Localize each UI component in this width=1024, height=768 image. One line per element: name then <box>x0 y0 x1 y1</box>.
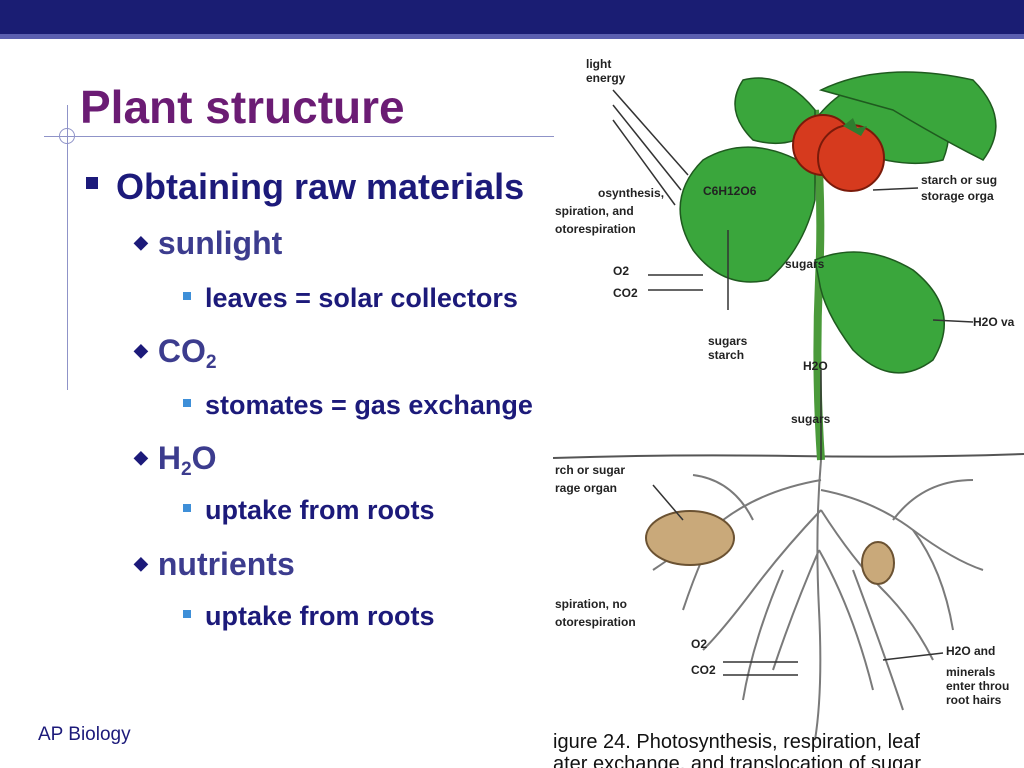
label-light-energy-1: light <box>586 57 611 71</box>
small-square-bullet-icon <box>183 504 191 512</box>
label-o2-root: O2 <box>691 637 707 651</box>
footer-course-label: AP Biology <box>38 724 131 745</box>
label-o2: O2 <box>613 264 629 278</box>
diamond-bullet-icon: ◆ <box>134 447 148 467</box>
top-bar-stripe <box>0 34 1024 39</box>
plant-diagram: light energy osynthesis, spiration, and … <box>553 57 1024 768</box>
subscript-2: 2 <box>180 459 192 480</box>
diamond-bullet-icon: ◆ <box>134 340 148 360</box>
ground-line <box>553 453 1024 459</box>
label-photo-2: spiration, and <box>555 204 634 218</box>
tomato-2 <box>817 124 885 192</box>
label-h2o-stem: H2O <box>803 359 828 373</box>
bullet-co2: ◆ CO2 <box>134 333 217 374</box>
bullet-text: stomates = gas exchange <box>205 390 533 420</box>
label-starch-root-1: rch or sugar <box>555 463 625 477</box>
bullet-uptake-roots-1: uptake from roots <box>183 495 435 526</box>
potato-large <box>645 510 735 566</box>
label-photo-1: osynthesis, <box>598 186 664 200</box>
small-square-bullet-icon <box>183 399 191 407</box>
potato-small <box>861 541 895 585</box>
diamond-bullet-icon: ◆ <box>134 232 148 252</box>
label-h2o-min-2: minerals <box>946 665 996 679</box>
label-photo-3: otorespiration <box>555 222 636 236</box>
label-starch-root-2: rage organ <box>555 481 617 495</box>
label-sugars-1: sugars <box>785 257 825 271</box>
bullet-text: sunlight <box>157 225 283 261</box>
crosshair-ornament <box>59 128 75 144</box>
leaves <box>679 71 997 374</box>
figure-caption-1: igure 24. Photosynthesis, respiration, l… <box>553 731 920 753</box>
bullet-uptake-roots-2: uptake from roots <box>183 601 435 632</box>
bullet-leaves-solar: leaves = solar collectors <box>183 283 518 314</box>
bullet-obtaining-raw-materials: Obtaining raw materials <box>86 166 524 208</box>
decorative-vertical-line <box>67 105 68 390</box>
label-sugars-starch-1: sugars <box>708 334 748 348</box>
label-h2o-min-3: enter throu <box>946 679 1009 693</box>
label-sugars-2: sugars <box>791 412 831 426</box>
square-bullet-icon <box>86 177 98 189</box>
small-square-bullet-icon <box>183 610 191 618</box>
decorative-horizontal-line <box>44 136 554 137</box>
label-sugars-starch-2: starch <box>708 348 744 362</box>
subscript-2: 2 <box>205 352 217 373</box>
bullet-text: leaves = solar collectors <box>205 283 518 313</box>
label-co2: CO2 <box>613 286 638 300</box>
arrows <box>612 89 974 676</box>
label-resp-2: otorespiration <box>555 615 636 629</box>
slide-title: Plant structure <box>80 81 405 133</box>
label-starch-top-2: storage orga <box>921 189 994 203</box>
bullet-text: CO <box>157 333 206 369</box>
label-starch-top-1: starch or sug <box>921 173 997 187</box>
bullet-h2o: ◆ H2O <box>134 440 217 481</box>
label-glucose: C6H12O6 <box>703 184 757 198</box>
bullet-text: nutrients <box>157 546 295 582</box>
diamond-bullet-icon: ◆ <box>134 553 148 573</box>
top-bar <box>0 0 1024 34</box>
tomato-calyx <box>843 118 867 136</box>
bullet-stomates: stomates = gas exchange <box>183 390 533 421</box>
bullet-sunlight: ◆ sunlight <box>134 225 282 262</box>
bullet-text-h: H <box>157 440 181 476</box>
figure-caption-2: ater exchange, and translocation of suga… <box>553 753 921 768</box>
roots <box>652 459 984 741</box>
bullet-text: uptake from roots <box>205 601 435 631</box>
label-co2-root: CO2 <box>691 663 716 677</box>
label-resp-1: spiration, no <box>555 597 627 611</box>
label-h2o-vapor: H2O va <box>973 315 1015 329</box>
label-h2o-min-4: root hairs <box>946 693 1002 707</box>
bullet-nutrients: ◆ nutrients <box>134 546 295 583</box>
label-h2o-min-1: H2O and <box>946 644 995 658</box>
label-light-energy-2: energy <box>586 71 626 85</box>
small-square-bullet-icon <box>183 292 191 300</box>
bullet-text-o: O <box>191 440 217 476</box>
bullet-text: Obtaining raw materials <box>116 166 525 207</box>
bullet-text: uptake from roots <box>205 495 435 525</box>
